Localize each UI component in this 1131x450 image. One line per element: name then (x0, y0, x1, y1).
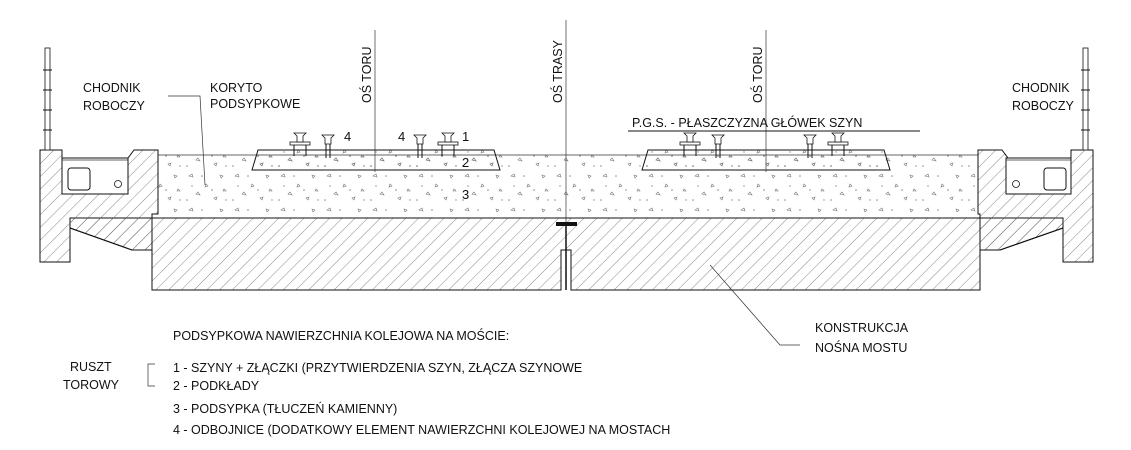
pgs-label: P.G.S. - PŁASZCZYZNA GŁÓWEK SZYN (632, 115, 862, 130)
konstrukcja-leader (709, 264, 800, 346)
left-cornice (39, 149, 159, 263)
callout-2: 2 (462, 155, 469, 170)
route-axis-label: OŚ TRASY (550, 39, 565, 103)
legend: PODSYPKOWA NAWIERZCHNIA KOLEJOWA NA MOŚC… (63, 328, 670, 437)
legend-item-1: 1 - SZYNY + ZŁĄCZKI (PRZYTWIERDZENIA SZY… (173, 361, 582, 375)
legend-item-4: 4 - ODBOJNICE (DODATKOWY ELEMENT NAWIERZ… (173, 423, 670, 437)
railing-left (43, 47, 52, 151)
sleeper-left (251, 149, 501, 171)
callout-1: 1 (462, 129, 469, 144)
right-walkway-label-1: CHODNIK (1012, 81, 1070, 95)
bridge-structure-label-1: KONSTRUKCJA (815, 321, 909, 335)
ballast-trough-label-1: KORYTO (210, 81, 263, 95)
bridge-structure-label-2: NOŚNA MOSTU (815, 340, 907, 355)
left-walkway-label-1: CHODNIK (83, 81, 141, 95)
railing-right (1081, 47, 1090, 151)
legend-group-label-1: RUSZT (70, 360, 112, 374)
expansion-joint-plate (556, 222, 577, 226)
koryto-leader (168, 95, 206, 186)
callout-4-right: 4 (398, 129, 405, 144)
track-axis-left-label: OŚ TORU (359, 47, 374, 104)
legend-bracket (147, 363, 155, 387)
legend-item-3: 3 - PODSYPKA (TŁUCZEŃ KAMIENNY) (173, 401, 397, 416)
callout-3: 3 (462, 187, 469, 202)
legend-item-2: 2 - PODKŁADY (173, 379, 260, 393)
left-walkway-label-2: ROBOCZY (83, 99, 145, 113)
right-cornice (977, 149, 1094, 263)
bridge-deck-structure (69, 217, 1064, 291)
legend-title: PODSYPKOWA NAWIERZCHNIA KOLEJOWA NA MOŚC… (173, 328, 509, 343)
legend-group-label-2: TOROWY (63, 378, 120, 392)
ballast-trough (158, 149, 978, 218)
right-walkway-label-2: ROBOCZY (1012, 99, 1074, 113)
rails-right-track (679, 132, 849, 158)
rails-left-track (289, 132, 459, 158)
callout-4-left: 4 (344, 129, 351, 144)
track-axis-right-label: OŚ TORU (750, 47, 765, 104)
ballast-trough-label-2: PODSYPKOWE (210, 97, 300, 111)
